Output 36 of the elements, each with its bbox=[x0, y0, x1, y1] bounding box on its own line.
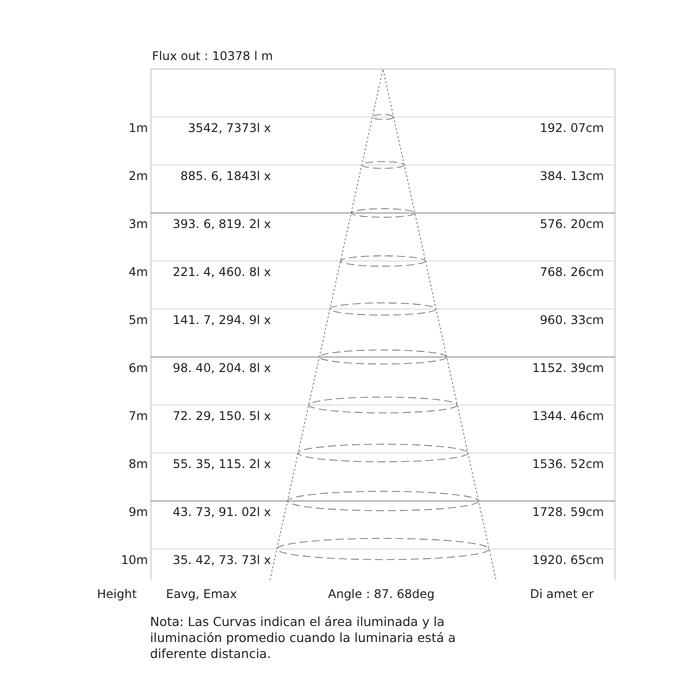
height-label: 4m bbox=[128, 264, 148, 280]
diameter-value: 384. 13cm bbox=[540, 168, 604, 184]
diameter-value: 1920. 65cm bbox=[532, 552, 604, 568]
diameter-value: 576. 20cm bbox=[540, 216, 604, 232]
illuminance-value: 393. 6, 819. 2l x bbox=[172, 216, 271, 232]
diameter-column-header: Di amet er bbox=[530, 586, 594, 602]
note-text: Nota: Las Curvas indican el área iluminada y la iluminación promedio cuando la luminaria está a diferente distancia. bbox=[150, 614, 457, 662]
illuminance-value: 72. 29, 150. 5l x bbox=[172, 408, 271, 424]
diameter-value: 1536. 52cm bbox=[532, 456, 604, 472]
height-label: 3m bbox=[128, 216, 148, 232]
illuminance-value: 885. 6, 1843l x bbox=[180, 168, 271, 184]
illuminance-value: 35. 42, 73. 73l x bbox=[172, 552, 271, 568]
illuminance-value: 98. 40, 204. 8l x bbox=[172, 360, 271, 376]
illuminance-column-header: Eavg, Emax bbox=[166, 586, 238, 602]
diameter-value: 1728. 59cm bbox=[532, 504, 604, 520]
height-label: 2m bbox=[128, 168, 148, 184]
diameter-value: 1344. 46cm bbox=[532, 408, 604, 424]
diameter-value: 1152. 39cm bbox=[532, 360, 604, 376]
illuminance-value: 43. 73, 91. 02l x bbox=[172, 504, 271, 520]
diameter-value: 960. 33cm bbox=[540, 312, 604, 328]
flux-output-label: Flux out : 10378 l m bbox=[152, 48, 273, 64]
height-label: 7m bbox=[128, 408, 148, 424]
diameter-value: 192. 07cm bbox=[540, 120, 604, 136]
illuminance-value: 3542, 7373l x bbox=[188, 120, 271, 136]
height-label: 6m bbox=[128, 360, 148, 376]
height-label: 5m bbox=[128, 312, 148, 328]
diameter-value: 768. 26cm bbox=[540, 264, 604, 280]
height-label: 1m bbox=[128, 120, 148, 136]
height-column-header: Height bbox=[97, 586, 137, 602]
illuminance-value: 141. 7, 294. 9l x bbox=[172, 312, 271, 328]
height-label: 9m bbox=[128, 504, 148, 520]
illuminance-value: 221. 4, 460. 8l x bbox=[172, 264, 271, 280]
illuminance-value: 55. 35, 115. 2l x bbox=[172, 456, 271, 472]
height-label: 8m bbox=[128, 456, 148, 472]
height-label: 10m bbox=[121, 552, 148, 568]
beam-angle-label: Angle : 87. 68deg bbox=[328, 586, 435, 602]
